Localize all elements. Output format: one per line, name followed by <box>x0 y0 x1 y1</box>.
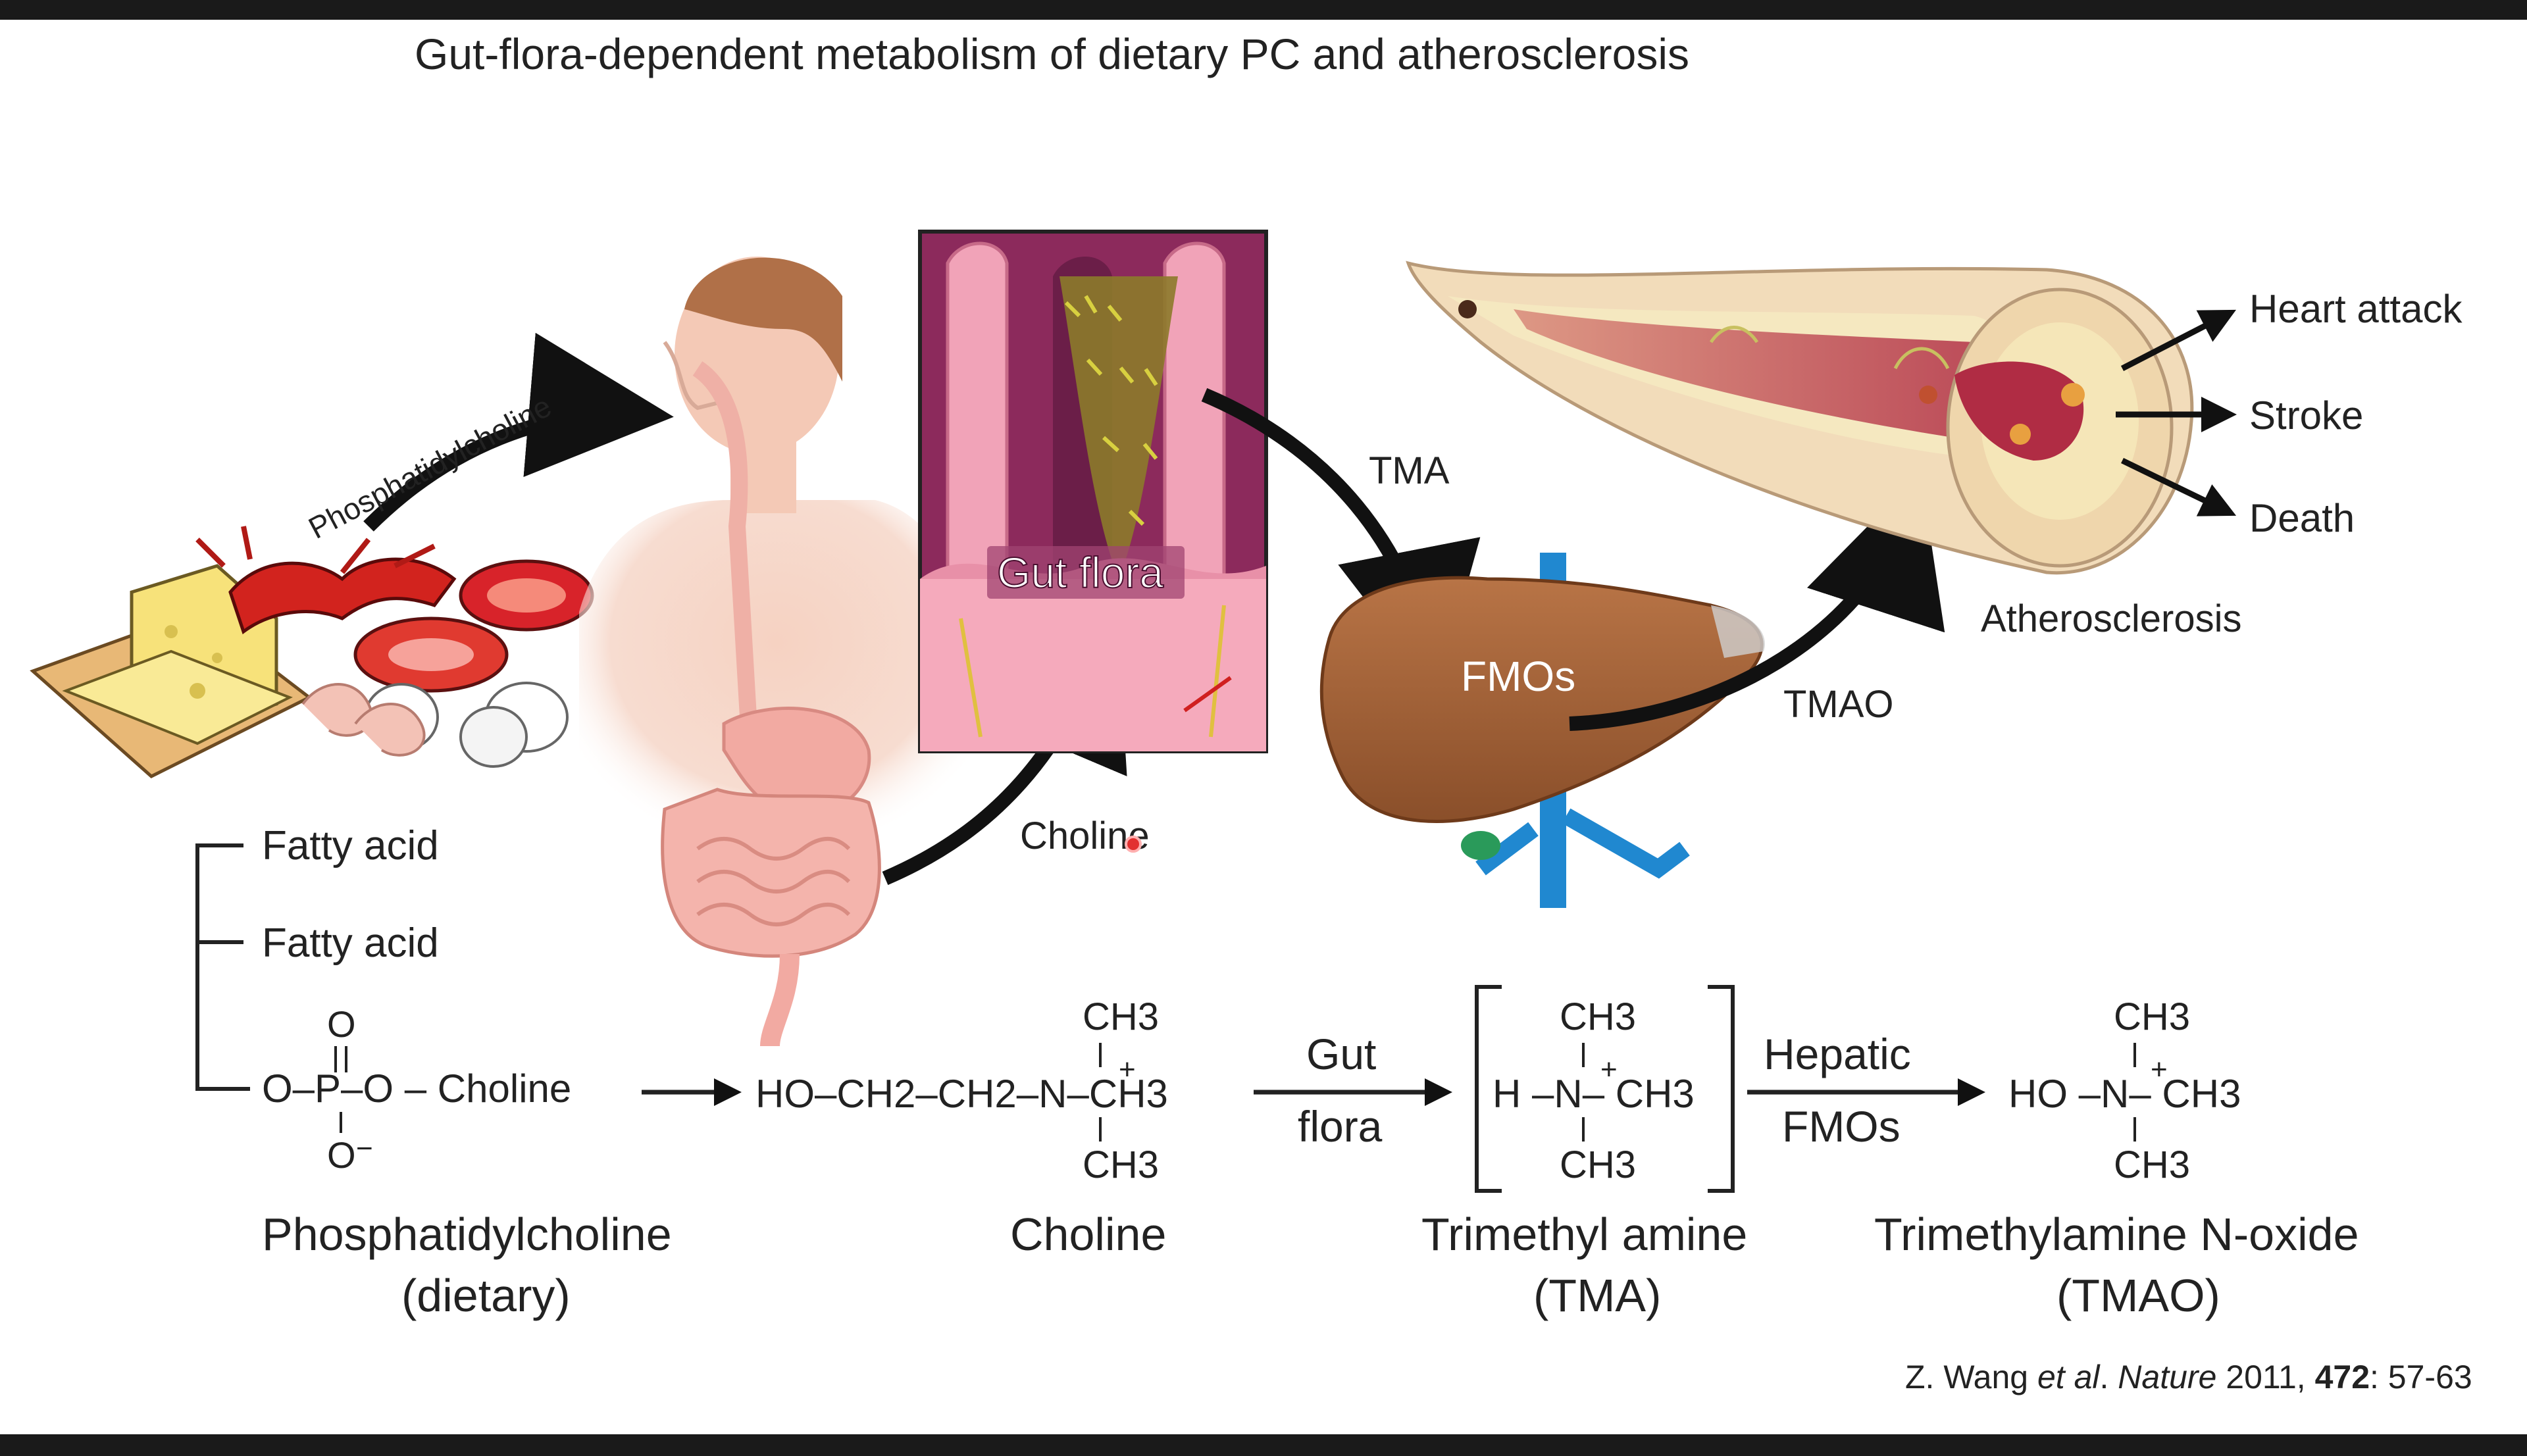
cursor-pointer-icon <box>1125 836 1142 853</box>
fmos-label: FMOs <box>1461 653 1575 700</box>
fatty-acid-2: Fatty acid <box>262 920 439 966</box>
chemical-pathway: Fatty acid Fatty acid O O–P–O – Choline … <box>195 823 2359 1321</box>
gut-flora-step-line2: flora <box>1298 1102 1383 1151</box>
citation: Z. Wang et al. Nature 2011, 472: 57-63 <box>1905 1359 2472 1395</box>
liver-illustration: FMOs <box>1319 553 1765 908</box>
tmao-abbrev: (TMAO) <box>2056 1270 2220 1321</box>
negative-charge-icon: − <box>356 1132 373 1165</box>
pc-name-dietary: (dietary) <box>401 1270 571 1321</box>
choline-ch3-bottom: CH3 <box>1083 1143 1159 1186</box>
fatty-acid-1: Fatty acid <box>262 823 439 868</box>
pc-phosphate-chain: O–P–O – Choline <box>262 1067 571 1111</box>
tmao-name: Trimethylamine N-oxide <box>1874 1209 2359 1260</box>
gut-flora-step-line1: Gut <box>1306 1030 1376 1078</box>
food-illustration <box>30 526 594 778</box>
artery-illustration: Atherosclerosis <box>1406 261 2241 640</box>
tma-name: Trimethyl amine <box>1421 1209 1747 1260</box>
human-body-illustration <box>579 257 974 1047</box>
tma-ch3-bottom: CH3 <box>1560 1143 1636 1186</box>
pc-o-minus: O <box>327 1134 356 1176</box>
tma-abbrev: (TMA) <box>1533 1270 1661 1321</box>
tma-core: H –N– CH3 <box>1493 1072 1695 1116</box>
tma-arrow-label: TMA <box>1369 449 1450 492</box>
pc-carbonyl-o: O <box>327 1003 356 1045</box>
tmao-ch3-bottom: CH3 <box>2114 1143 2190 1186</box>
atherosclerosis-label: Atherosclerosis <box>1981 597 2241 640</box>
tma-positive-charge-icon: + <box>1600 1053 1618 1086</box>
choline-chain: HO–CH2–CH2–N–CH3 <box>755 1072 1168 1116</box>
heart-attack-arrow <box>2120 309 2237 372</box>
tmao-ch3-top: CH3 <box>2114 995 2190 1038</box>
tma-ch3-top: CH3 <box>1560 995 1636 1038</box>
choline-ch3-top: CH3 <box>1083 995 1159 1038</box>
slide-title: Gut-flora-dependent metabolism of dietar… <box>415 30 1689 78</box>
hepatic-step-line1: Hepatic <box>1764 1030 1911 1078</box>
tmao-core: HO –N– CH3 <box>2008 1072 2241 1116</box>
gut-flora-panel: Gut flora <box>918 230 1268 753</box>
tmao-arrow <box>1569 472 1945 731</box>
outcome-death: Death <box>2249 496 2355 540</box>
tmao-positive-charge-icon: + <box>2151 1053 2168 1086</box>
dietary-intake-arrow <box>363 332 674 532</box>
hepatic-step-line2: FMOs <box>1782 1102 1901 1151</box>
positive-charge-icon: + <box>1119 1053 1136 1086</box>
tmao-arrow-label: TMAO <box>1783 683 1894 726</box>
outcome-heart-attack: Heart attack <box>2249 287 2463 331</box>
death-arrow <box>2121 457 2237 516</box>
outcome-stroke: Stroke <box>2249 393 2363 438</box>
choline-name: Choline <box>1010 1209 1166 1260</box>
pc-name: Phosphatidylcholine <box>262 1209 672 1260</box>
gut-flora-label: Gut flora <box>997 548 1163 597</box>
